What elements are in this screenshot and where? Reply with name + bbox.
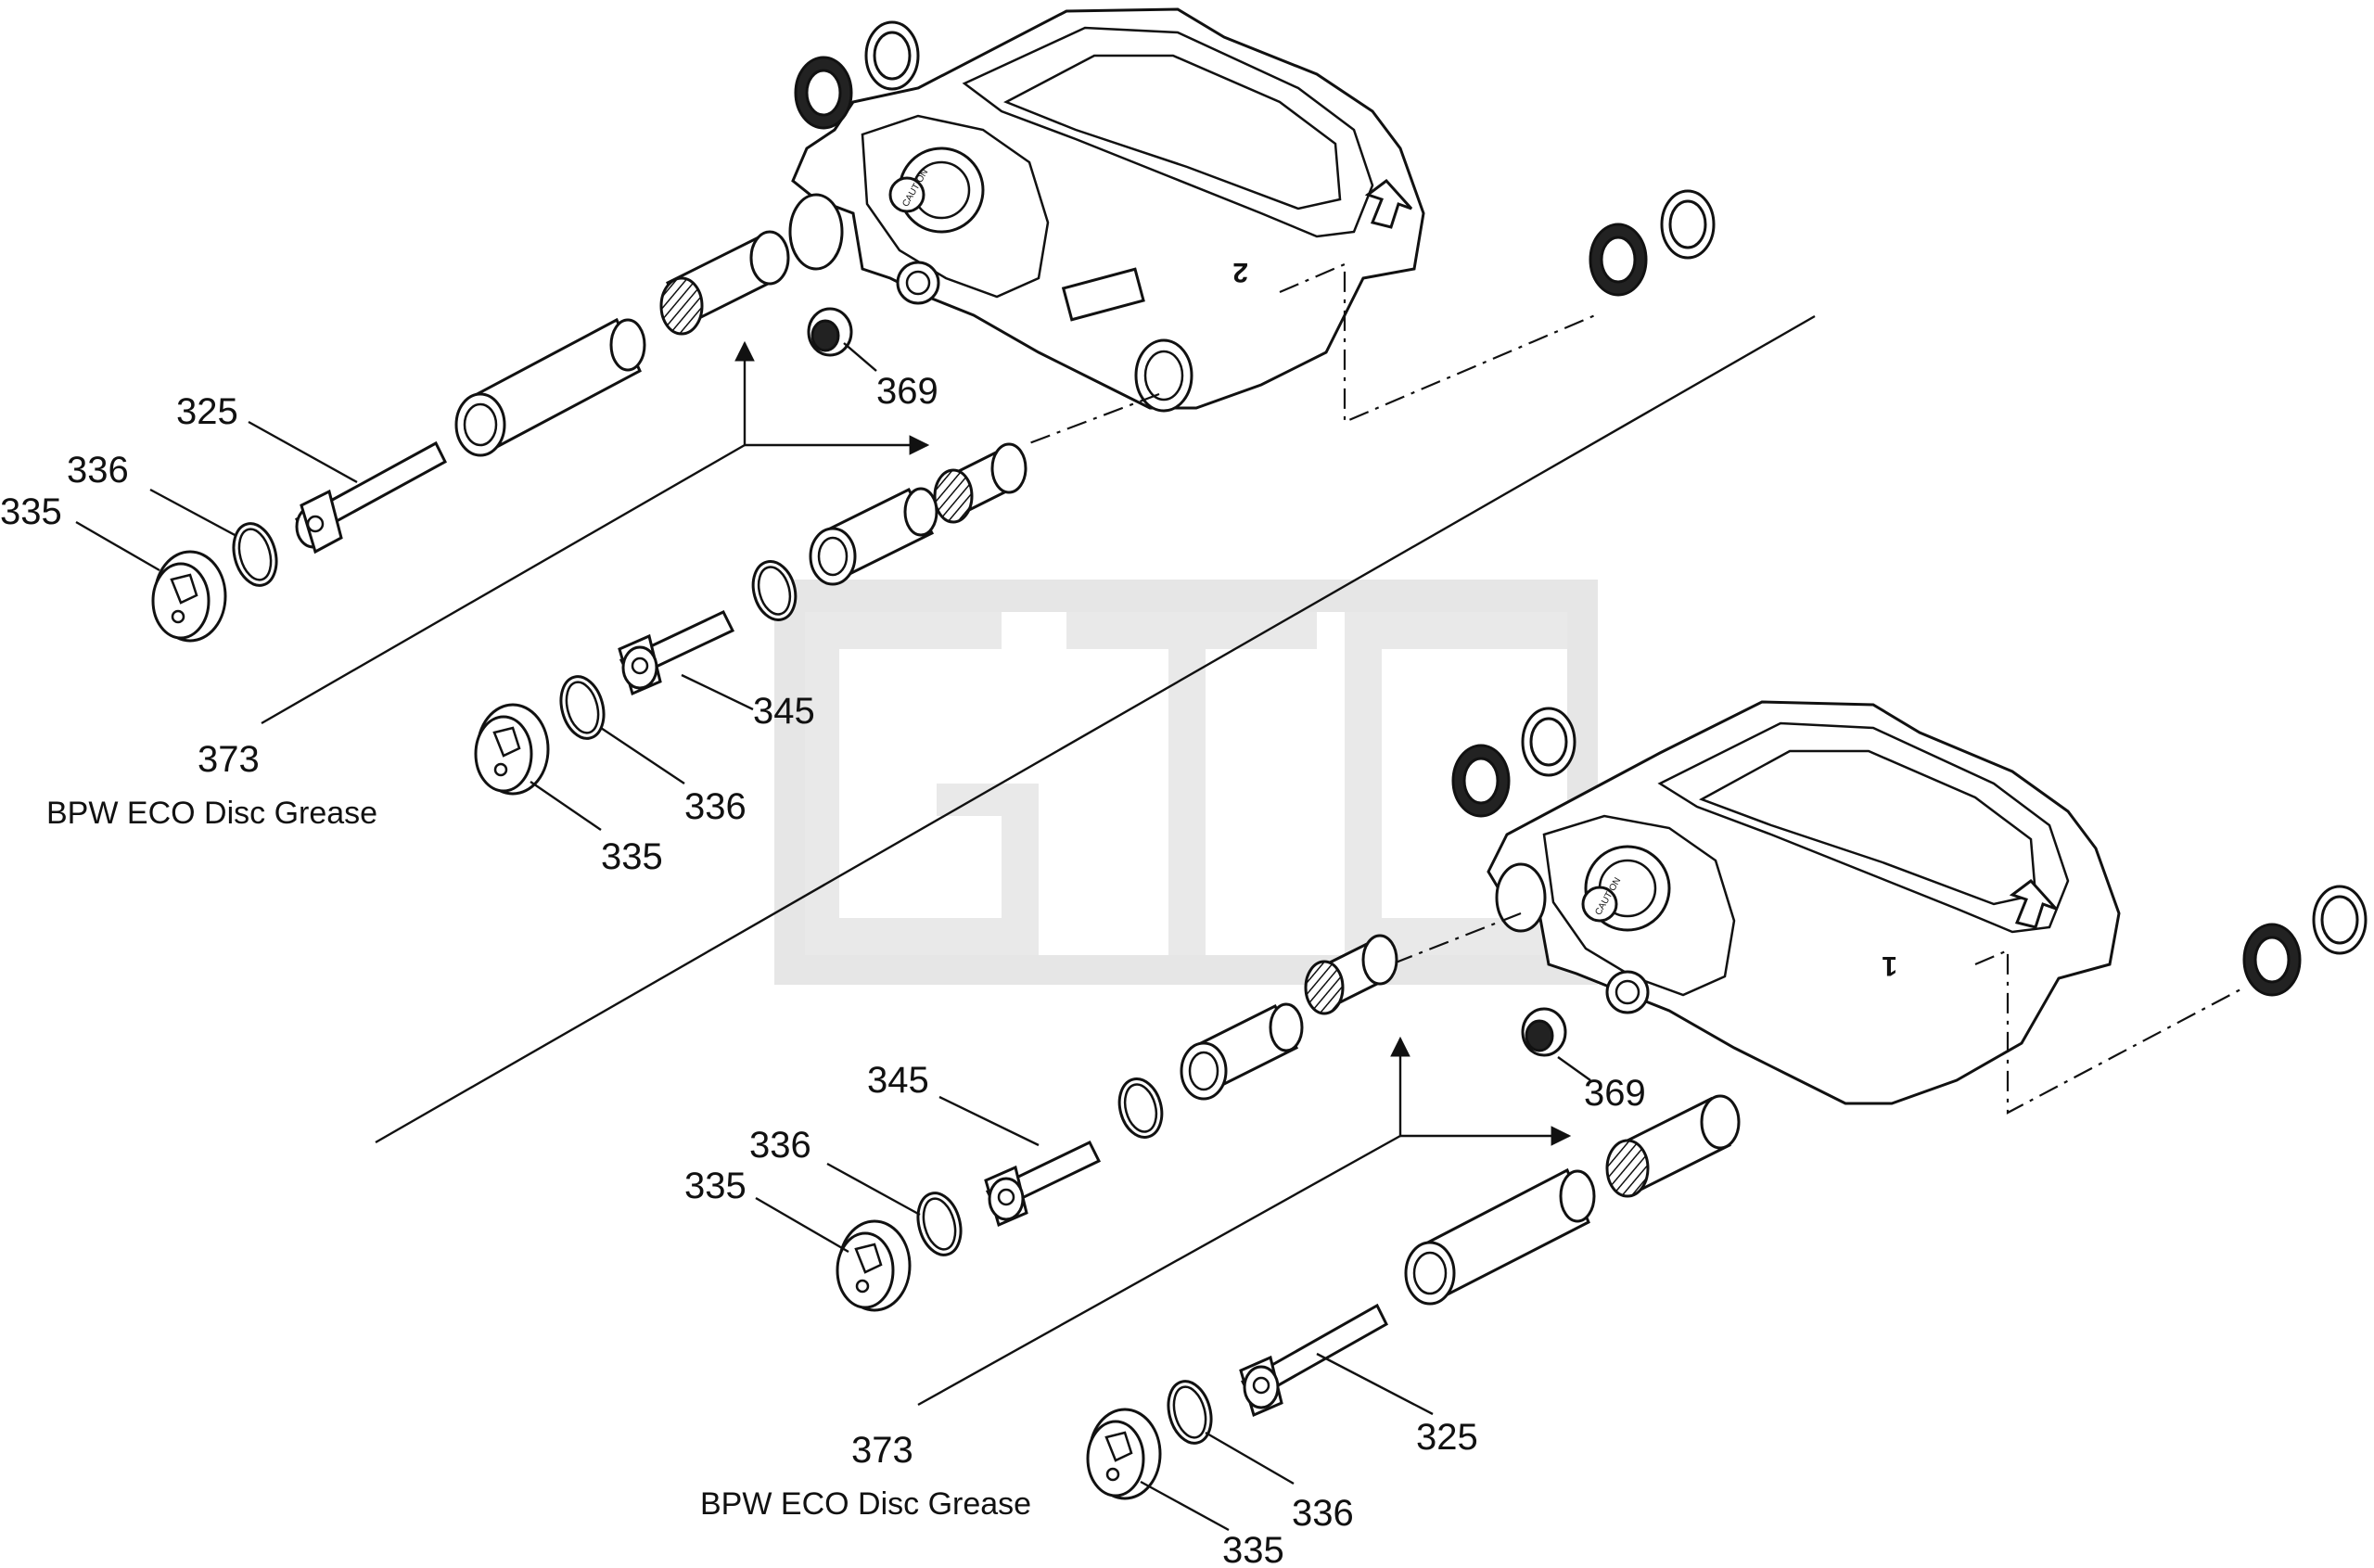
bottom-bolt-345 bbox=[984, 1141, 1102, 1228]
top-guide-bushing-upper bbox=[659, 230, 790, 336]
label-bottom-336-b: 336 bbox=[1292, 1493, 1354, 1534]
bottom-left-seals bbox=[1451, 707, 1576, 818]
top-bolt-345 bbox=[618, 610, 735, 696]
bottom-cap-369 bbox=[1521, 1007, 1567, 1057]
bottom-cap-335-a bbox=[836, 1219, 912, 1312]
bottom-o-ring-336-a-inner bbox=[922, 1197, 957, 1251]
part-labels: 325 336 335 369 345 336 335 373 BPW ECO … bbox=[0, 371, 1646, 1568]
top-right-seals bbox=[1589, 189, 1716, 297]
label-bottom-335-a: 335 bbox=[684, 1166, 747, 1206]
label-top-grease: BPW ECO Disc Grease bbox=[46, 796, 377, 831]
label-top-336-b: 336 bbox=[684, 786, 747, 827]
top-o-ring-336-b-inner bbox=[565, 681, 600, 734]
top-caliper-number: 2 bbox=[1232, 257, 1248, 287]
bottom-caliper-housing: 1 CAUTION bbox=[1487, 700, 2121, 1105]
bottom-o-ring-mid-inner bbox=[1123, 1083, 1158, 1133]
label-bottom-369: 369 bbox=[1584, 1073, 1646, 1114]
label-top-373: 373 bbox=[198, 739, 260, 780]
label-bottom-grease: BPW ECO Disc Grease bbox=[700, 1486, 1031, 1522]
bottom-right-seals bbox=[2242, 885, 2368, 997]
bottom-guide-sleeve-long bbox=[1404, 1167, 1596, 1306]
label-top-336-a: 336 bbox=[67, 450, 129, 491]
label-bottom-345: 345 bbox=[867, 1060, 929, 1101]
bottom-caliper-number: 1 bbox=[1882, 950, 1897, 981]
label-top-335-b: 335 bbox=[601, 836, 663, 877]
top-caliper-housing: 2 CAUTION bbox=[788, 7, 1425, 413]
bottom-guide-bushing-lower bbox=[1605, 1094, 1741, 1198]
label-top-369: 369 bbox=[876, 371, 938, 412]
label-bottom-336-a: 336 bbox=[749, 1125, 811, 1166]
top-o-ring-336-a-inner bbox=[237, 528, 273, 581]
bottom-guide-sleeve-short bbox=[1180, 1002, 1304, 1101]
bottom-caliper-assembly: 1 CAUTION bbox=[755, 700, 2368, 1532]
top-guide-sleeve-short bbox=[809, 487, 938, 586]
label-bottom-335-b: 335 bbox=[1222, 1530, 1284, 1568]
separator-line bbox=[375, 314, 1816, 1144]
top-cap-369 bbox=[807, 307, 853, 357]
top-left-seals bbox=[794, 20, 920, 130]
label-top-325: 325 bbox=[176, 391, 238, 432]
top-o-ring-mid-inner bbox=[757, 566, 792, 616]
label-top-335-a: 335 bbox=[0, 491, 62, 532]
top-guide-sleeve-long bbox=[454, 317, 646, 457]
label-bottom-325: 325 bbox=[1416, 1417, 1478, 1458]
top-guide-bushing-lower bbox=[933, 442, 1027, 524]
bottom-bolt-325 bbox=[1239, 1303, 1388, 1418]
top-bolt-325 bbox=[295, 440, 447, 555]
bottom-guide-bushing-upper bbox=[1304, 934, 1398, 1015]
top-cap-335-b bbox=[474, 703, 550, 796]
bottom-o-ring-336-b-inner bbox=[1172, 1385, 1207, 1439]
top-cap-335-a bbox=[151, 550, 227, 643]
label-bottom-373: 373 bbox=[851, 1430, 913, 1471]
bottom-cap-335-b bbox=[1086, 1408, 1162, 1500]
top-caliper-assembly: 2 CAUTION bbox=[75, 7, 1716, 831]
label-top-345: 345 bbox=[753, 691, 815, 732]
